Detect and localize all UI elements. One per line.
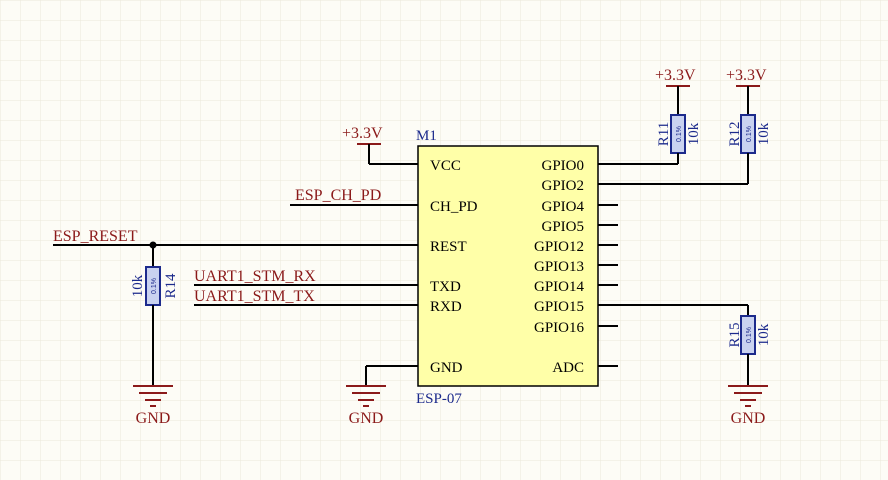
pin-label-gpio4: GPIO4 <box>541 199 584 215</box>
uart-rx-net-label: UART1_STM_RX <box>194 268 316 285</box>
r12-tolerance: 0.1% <box>746 126 753 142</box>
r11-power-label: +3.3V <box>655 67 696 84</box>
gnd-label-r15: GND <box>731 410 766 427</box>
r12-value: 10k <box>756 122 772 145</box>
pin-label-ch-pd: CH_PD <box>430 199 478 215</box>
ground-symbol-r14[interactable]: GND <box>133 385 173 427</box>
r14-value: 10k <box>130 274 146 297</box>
r15-value: 10k <box>756 323 772 346</box>
pin-label-gpio2: GPIO2 <box>541 178 584 194</box>
pin-label-rest: REST <box>430 239 467 255</box>
pin-label-gpio15: GPIO15 <box>534 299 584 315</box>
pin-label-gpio13: GPIO13 <box>534 259 584 275</box>
r14-designator: R14 <box>163 273 179 299</box>
pin-label-gpio0: GPIO0 <box>541 158 584 174</box>
resistor-r11[interactable]: +3.3V 0.1% R11 10k <box>598 67 702 165</box>
ch-pd-net[interactable]: ESP_CH_PD <box>290 187 418 206</box>
pin-label-vcc: VCC <box>430 158 461 174</box>
pin-label-adc: ADC <box>552 360 584 376</box>
uart-rx-net[interactable]: UART1_STM_RX <box>194 268 418 286</box>
resistor-r14[interactable]: 0.1% 10k R14 <box>130 245 179 386</box>
pin-label-gpio5: GPIO5 <box>541 219 584 235</box>
r12-designator: R12 <box>727 121 743 146</box>
ground-symbol-r15[interactable]: GND <box>728 385 768 427</box>
module-designator: M1 <box>416 128 437 144</box>
module-part-name: ESP-07 <box>416 391 462 407</box>
pin-label-gpio12: GPIO12 <box>534 239 584 255</box>
uart-tx-net-label: UART1_STM_TX <box>194 288 315 305</box>
module-body[interactable] <box>417 145 599 387</box>
reset-net-label: ESP_RESET <box>53 228 138 245</box>
pin-label-gnd: GND <box>430 360 463 376</box>
r11-tolerance: 0.1% <box>676 126 683 142</box>
r11-value: 10k <box>686 122 702 145</box>
resistor-r15[interactable]: 0.1% R15 10k <box>598 304 772 386</box>
ground-symbol-module[interactable]: GND <box>346 365 418 427</box>
pin-label-gpio14: GPIO14 <box>534 279 585 295</box>
r14-tolerance: 0.1% <box>151 278 158 294</box>
pin-label-rxd: RXD <box>430 299 462 315</box>
resistor-r12[interactable]: +3.3V 0.1% R12 10k <box>598 67 772 185</box>
uart-tx-net[interactable]: UART1_STM_TX <box>194 288 418 306</box>
gnd-label-module: GND <box>349 410 384 427</box>
gnd-label-r14: GND <box>136 410 171 427</box>
vcc-power-port[interactable]: +3.3V <box>342 125 418 165</box>
r15-tolerance: 0.1% <box>746 327 753 343</box>
right-pin-stubs <box>598 204 618 367</box>
r11-designator: R11 <box>656 122 672 146</box>
vcc-power-label: +3.3V <box>342 125 383 142</box>
esp07-module[interactable]: M1 ESP-07 VCC CH_PD REST TXD RXD GND GPI… <box>416 128 618 407</box>
r15-designator: R15 <box>727 322 743 347</box>
ch-pd-net-label: ESP_CH_PD <box>295 187 381 204</box>
r12-power-label: +3.3V <box>726 67 767 84</box>
pin-label-gpio16: GPIO16 <box>534 320 585 336</box>
pin-label-txd: TXD <box>430 279 461 295</box>
